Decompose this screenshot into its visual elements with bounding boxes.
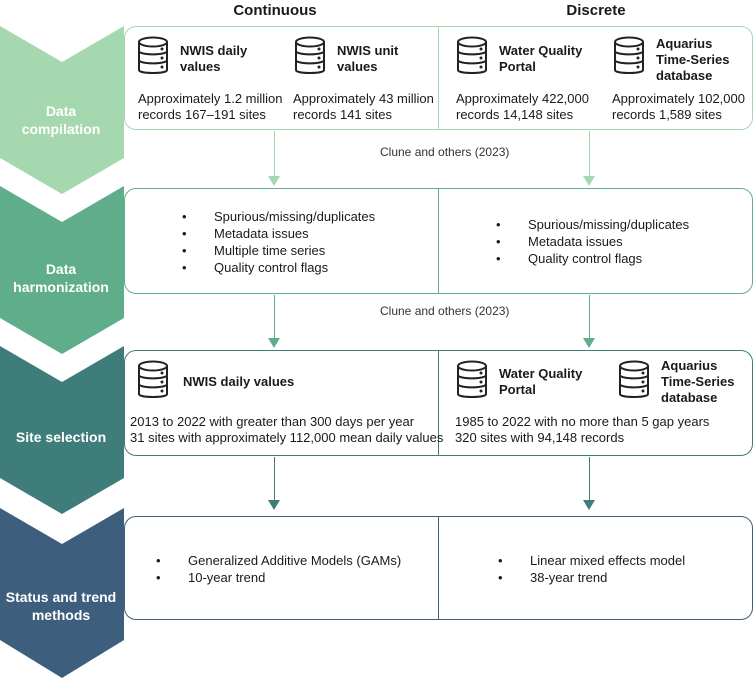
database-icon xyxy=(295,36,325,74)
continuous-header: Continuous xyxy=(233,2,317,19)
column-divider xyxy=(438,517,439,619)
list-item: Quality control flags xyxy=(176,259,375,276)
database-icon xyxy=(138,36,168,74)
list-item: Multiple time series xyxy=(176,242,375,259)
flow-arrow-line xyxy=(274,295,275,339)
list-item: Linear mixed effects model xyxy=(492,552,685,569)
arrowhead-icon xyxy=(268,500,280,510)
citation: Clune and others (2023) xyxy=(378,145,512,159)
list-item: Quality control flags xyxy=(490,250,689,267)
database-icon xyxy=(457,360,487,398)
column-divider xyxy=(438,351,439,455)
flow-arrow-line xyxy=(274,131,275,177)
arrowhead-icon xyxy=(583,176,595,186)
harmonization-discrete-list: Spurious/missing/duplicates Metadata iss… xyxy=(490,216,689,267)
list-item: Metadata issues xyxy=(176,225,375,242)
flow-arrow-line xyxy=(589,295,590,339)
methods-continuous-list: Generalized Additive Models (GAMs) 10-ye… xyxy=(150,552,401,586)
arrowhead-icon xyxy=(268,338,280,348)
database-icon xyxy=(457,36,487,74)
arrowhead-icon xyxy=(583,500,595,510)
database-icon xyxy=(614,36,644,74)
list-item: Spurious/missing/duplicates xyxy=(490,216,689,233)
database-icon xyxy=(138,360,168,398)
arrowhead-icon xyxy=(583,338,595,348)
list-item: 10-year trend xyxy=(150,569,401,586)
selection-criteria: 1985 to 2022 with no more than 5 gap yea… xyxy=(455,414,710,445)
arrowhead-icon xyxy=(268,176,280,186)
methods-discrete-list: Linear mixed effects model 38-year trend xyxy=(492,552,685,586)
selection-criteria: 2013 to 2022 with greater than 300 days … xyxy=(130,414,444,445)
flow-arrow-line xyxy=(274,457,275,501)
harmonization-continuous-list: Spurious/missing/duplicates Metadata iss… xyxy=(176,208,375,276)
citation: Clune and others (2023) xyxy=(378,304,512,318)
discrete-header: Discrete xyxy=(566,2,626,19)
database-icon xyxy=(619,360,649,398)
step-label: Site selection xyxy=(15,429,107,445)
flow-arrow-line xyxy=(589,457,590,501)
list-item: Spurious/missing/duplicates xyxy=(176,208,375,225)
list-item: 38-year trend xyxy=(492,569,685,586)
list-item: Generalized Additive Models (GAMs) xyxy=(150,552,401,569)
list-item: Metadata issues xyxy=(490,233,689,250)
column-divider xyxy=(438,189,439,293)
source-title: NWIS daily values xyxy=(183,374,295,389)
flow-arrow-line xyxy=(589,131,590,177)
step-site-selection: Site selection xyxy=(0,346,128,514)
column-divider xyxy=(438,27,439,129)
